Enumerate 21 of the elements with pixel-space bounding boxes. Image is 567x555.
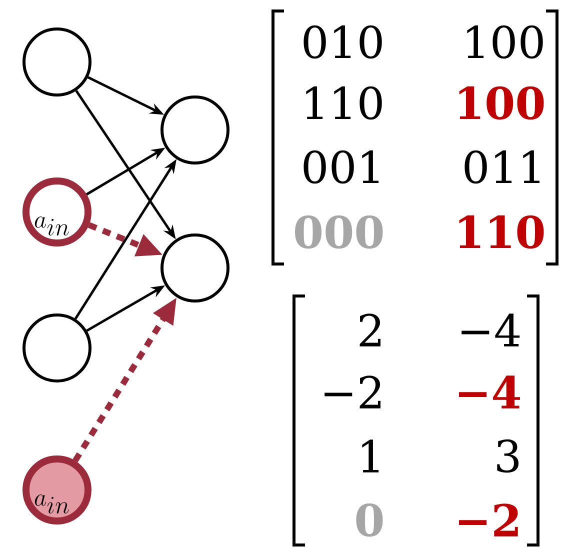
matrix-entry: −2 [458, 504, 518, 536]
matrix-entry: 2 [360, 314, 380, 346]
matrix-entry: 3 [497, 439, 519, 473]
neuron-circle [160, 234, 230, 302]
matrix-entry: 010 [304, 25, 382, 59]
formula-label: $a_{in}$ [34, 216, 69, 236]
matrix-entry: 0 [356, 503, 383, 537]
neuron-circle [22, 28, 92, 96]
matrix-entry: 110 [459, 215, 544, 249]
matrix-entry: −4 [458, 376, 520, 408]
matrix-entry: −4 [462, 314, 520, 346]
matrix-entry: 000 [295, 215, 383, 249]
matrix-entry: 1 [362, 440, 379, 472]
matrix-entry: −2 [324, 376, 380, 408]
matrix-entry: 001 [304, 150, 379, 184]
matrix-entry: 110 [306, 86, 382, 120]
neuron-circle [160, 96, 230, 164]
neuron-circle [22, 314, 92, 382]
matrix-entry: 100 [467, 25, 543, 59]
matrix-entry: 011 [464, 150, 540, 184]
matrix-entry: 100 [459, 86, 544, 120]
